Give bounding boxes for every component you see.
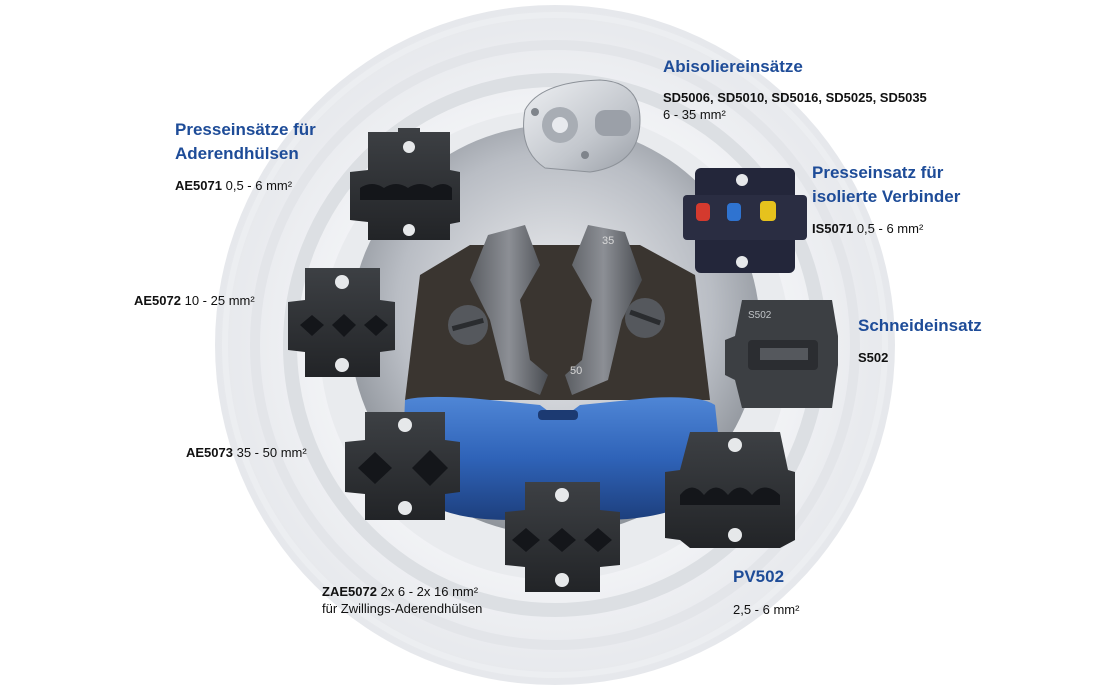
spec-ae5071: 0,5 - 6 mm²	[225, 178, 293, 193]
title-presseinsaetze-line1: Presseinsätze für	[175, 120, 316, 139]
die-s502: S502	[725, 300, 838, 408]
code-ae5071: AE5071	[175, 178, 222, 193]
spec-pv502: 2,5 - 6 mm²	[733, 602, 800, 617]
die-is5071	[683, 168, 807, 273]
die-ae5071	[350, 128, 460, 240]
title-presseinsatz-line2: isolierte Verbinder	[812, 187, 961, 206]
crimping-tool: 35 50	[402, 225, 722, 520]
label-ae5073: AE5073 35 - 50 mm²	[186, 444, 307, 461]
code-is5071: IS5071	[812, 221, 854, 236]
label-zae5072: ZAE5072 2x 6 - 2x 16 mm²	[322, 583, 478, 600]
title-presseinsatz-line1: Presseinsatz für	[812, 163, 944, 182]
code-ae5073: AE5073	[186, 445, 233, 460]
tool-marking-bottom: 50	[570, 365, 582, 377]
code-zae5072: ZAE5072	[322, 584, 377, 599]
label-is5071: IS5071 0,5 - 6 mm²	[812, 220, 923, 237]
title-abisoliereinsaetze: Abisoliereinsätze	[663, 57, 803, 76]
die-zae5072	[505, 482, 620, 592]
die-sd-silver	[523, 79, 641, 173]
spec-sd-series: 6 - 35 mm²	[663, 107, 726, 122]
title-presseinsaetze-line2: Aderendhülsen	[175, 144, 299, 163]
tool-marking-top: 35	[602, 235, 614, 247]
die-marking-s502: S502	[748, 310, 772, 321]
label-ae5071: AE5071 0,5 - 6 mm²	[175, 177, 292, 194]
code-ae5072: AE5072	[134, 293, 181, 308]
code-sd-series: SD5006, SD5010, SD5016, SD5025, SD5035	[663, 90, 927, 105]
note-zae5072: für Zwillings-Aderendhülsen	[322, 601, 483, 616]
title-schneideinsatz: Schneideinsatz	[858, 316, 982, 335]
title-pv502: PV502	[733, 567, 785, 586]
code-s502: S502	[858, 350, 889, 365]
die-ae5072	[288, 268, 395, 377]
die-pv502	[665, 432, 795, 548]
spec-zae5072: 2x 6 - 2x 16 mm²	[380, 584, 479, 599]
spec-is5071: 0,5 - 6 mm²	[856, 221, 924, 236]
spec-ae5073: 35 - 50 mm²	[236, 445, 307, 460]
die-ae5073	[345, 412, 460, 520]
spec-ae5072: 10 - 25 mm²	[184, 293, 255, 308]
label-ae5072: AE5072 10 - 25 mm²	[134, 292, 255, 309]
